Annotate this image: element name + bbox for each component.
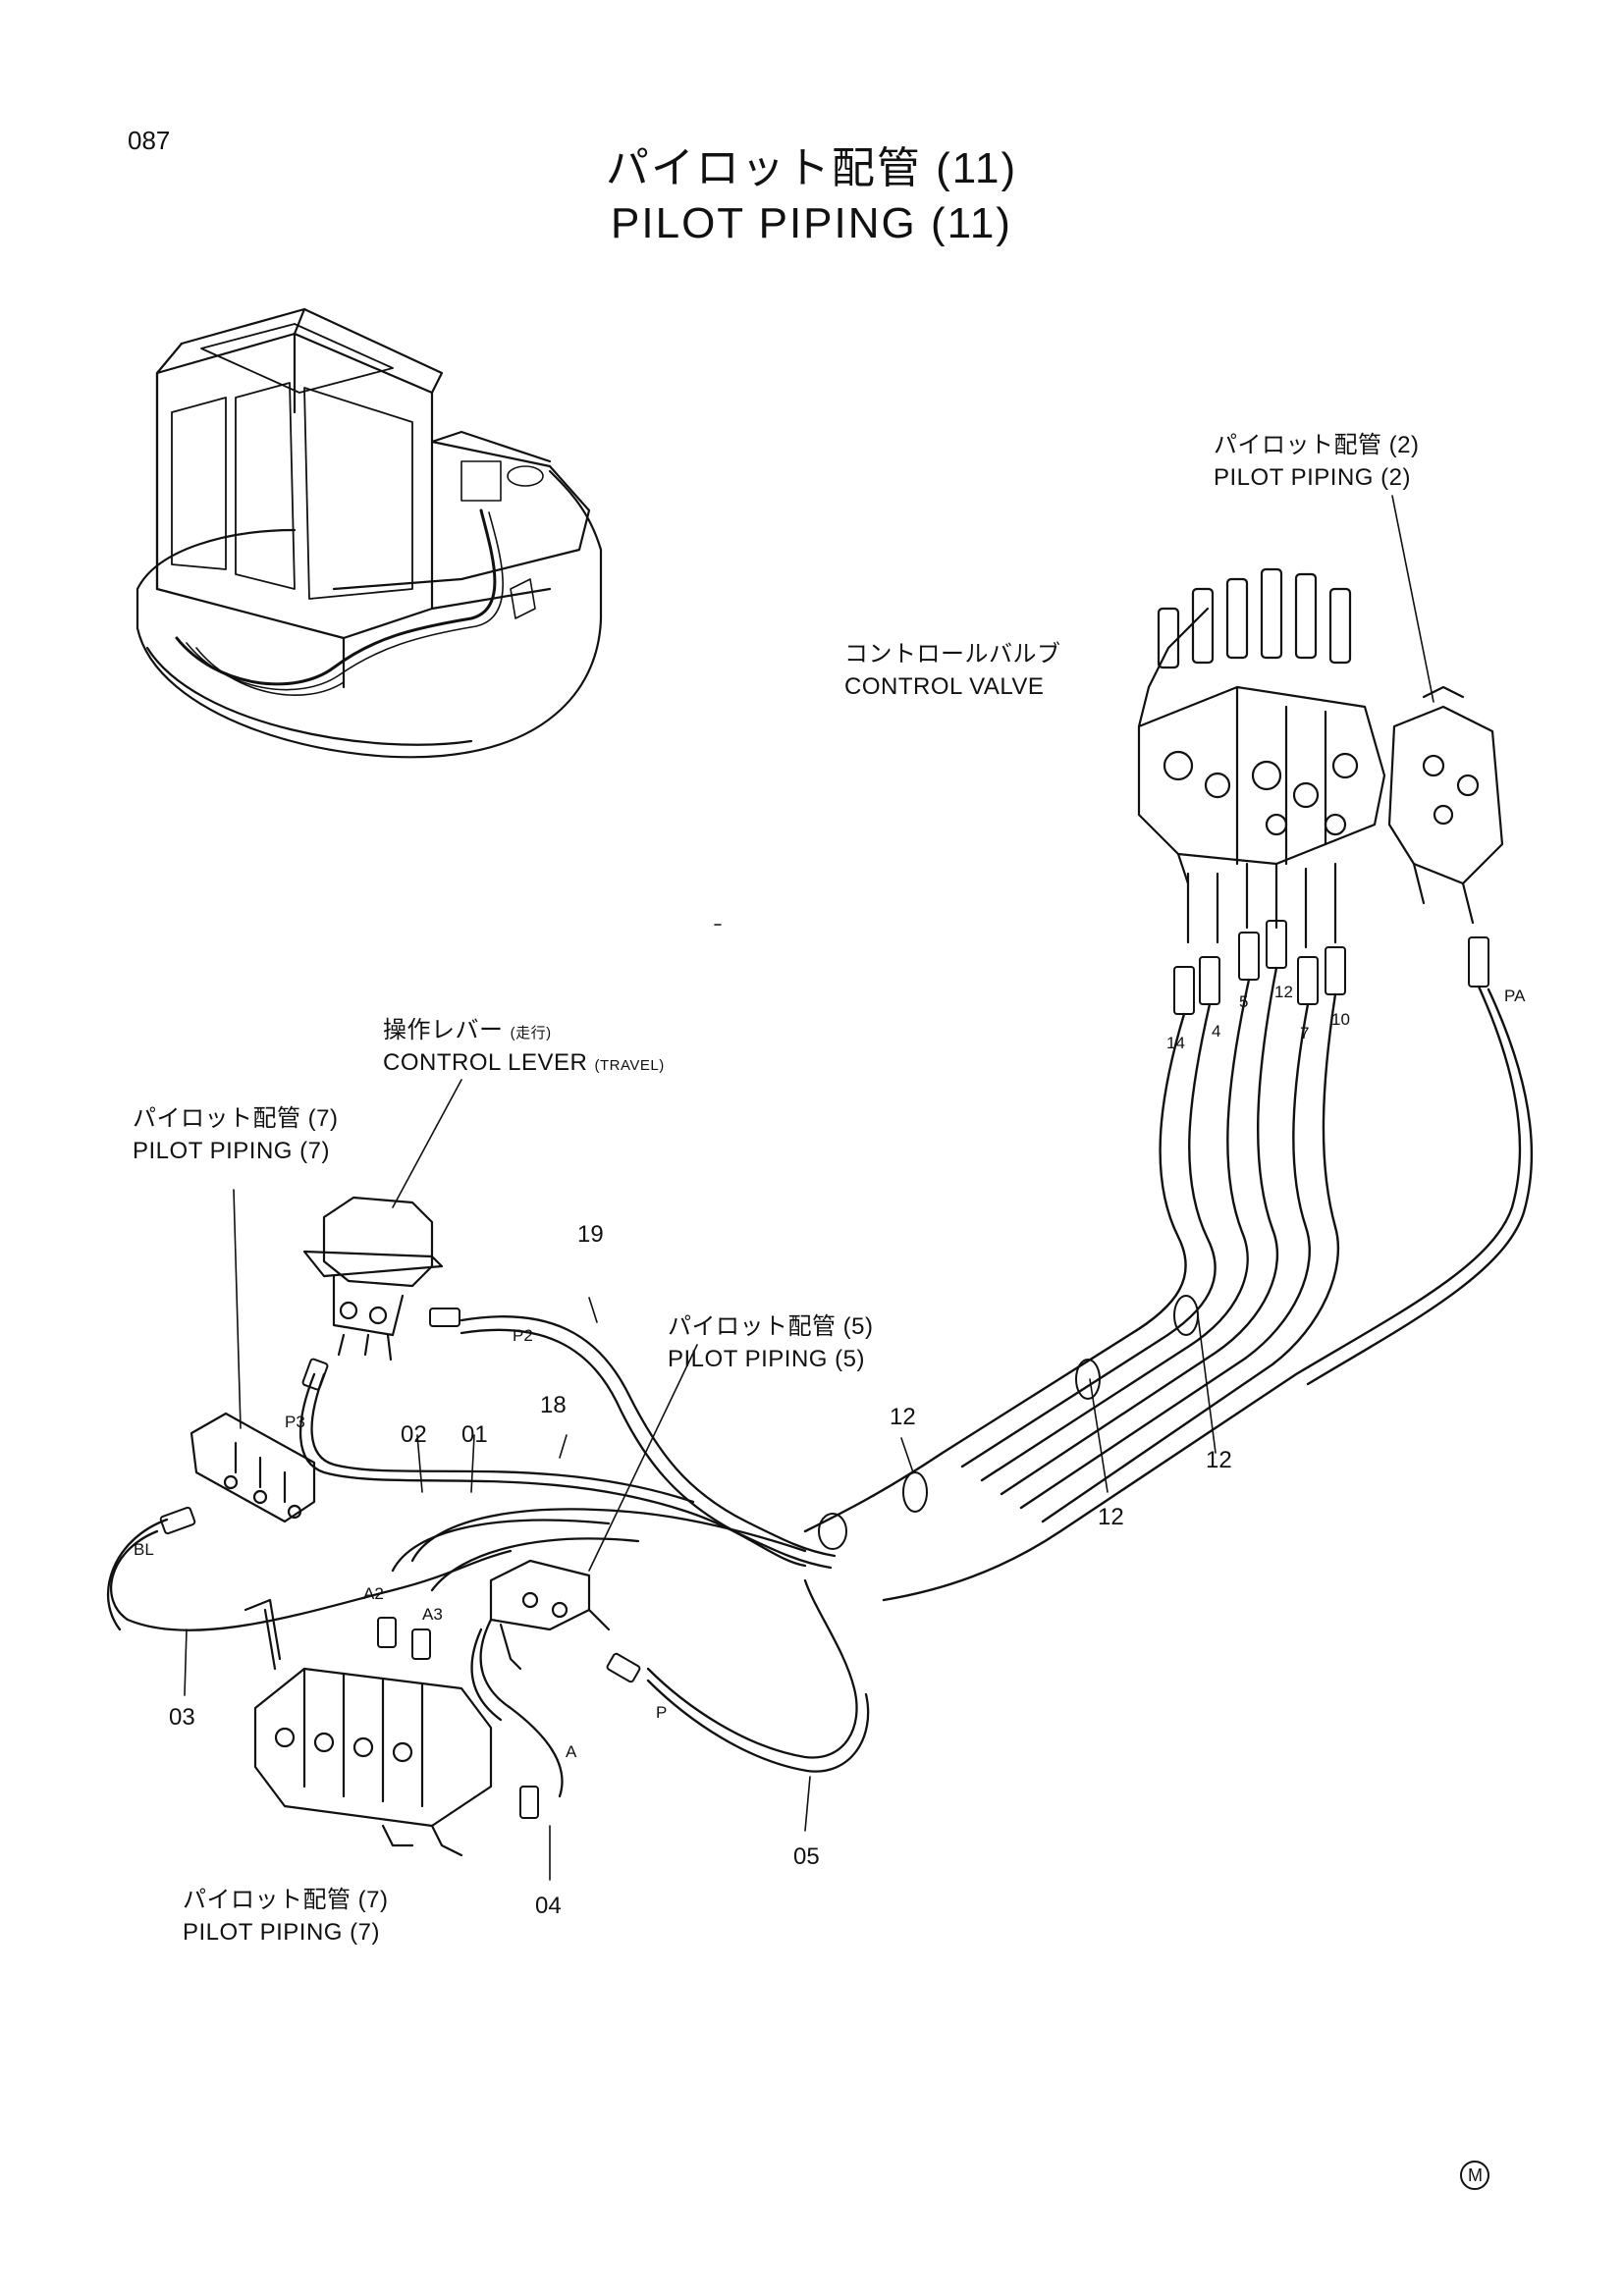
maker-mark: M (1468, 2165, 1483, 2185)
port-tag-bl: BL (134, 1540, 154, 1559)
port-tag-hose-12: 12 (1274, 983, 1293, 1001)
control-valve-illustration (1137, 567, 1386, 949)
port-tag-p2: P2 (513, 1326, 533, 1345)
control-lever-en-text: CONTROL LEVER (383, 1049, 588, 1076)
part-number-19: 19 (577, 1221, 604, 1248)
port-tag-hose-5: 5 (1239, 992, 1249, 1011)
part-number-12-clamp-b: 12 (1098, 1504, 1124, 1530)
port-tag-hose-4: 4 (1212, 1022, 1221, 1041)
hose-fittings-group (1173, 920, 1489, 1015)
label-control-valve-en: CONTROL VALVE (844, 673, 1045, 700)
label-pilot-piping-5-en: PILOT PIPING (5) (668, 1346, 865, 1372)
excavator-cab-illustration (135, 307, 603, 759)
hose-end-fittings (159, 1308, 641, 1819)
lower-valve-assembly-illustration (243, 1598, 493, 1857)
label-pilot-piping-7-lower-en: PILOT PIPING (7) (183, 1919, 380, 1946)
maker-mark-circle (1460, 2161, 1489, 2190)
pilot-hoses (106, 1315, 870, 1798)
left-valve-block-illustration (189, 1412, 316, 1523)
port-tag-hose-7: 7 (1300, 1024, 1310, 1042)
hose-bundle (803, 966, 1534, 1602)
port-tag-a3: A3 (422, 1605, 443, 1624)
part-number-04: 04 (535, 1893, 562, 1919)
leader-lines (184, 495, 1434, 1881)
page-title-english: PILOT PIPING (11) (611, 199, 1012, 247)
control-lever-ja-text: 操作レバー (383, 1017, 504, 1043)
part-number-05: 05 (793, 1843, 820, 1870)
part-number-18: 18 (540, 1392, 567, 1418)
port-tag-hose-10: 10 (1331, 1010, 1350, 1029)
pilot-valve-right-illustration (1387, 685, 1504, 925)
port-tag-p: P (656, 1703, 668, 1722)
part-number-12-clamp-a: 12 (890, 1404, 916, 1430)
label-pilot-piping-7-upper-ja: パイロット配管 (7) (133, 1105, 339, 1132)
label-pilot-piping-7-upper-en: PILOT PIPING (7) (133, 1138, 330, 1164)
center-pilot-valve-illustration (489, 1559, 611, 1671)
port-tag-a: A (566, 1742, 577, 1761)
control-lever-ja-sub: (走行) (510, 1025, 552, 1041)
port-tag-pa: PA (1504, 987, 1526, 1005)
label-control-valve-ja: コントロールバルブ (844, 641, 1061, 667)
port-tag-a2: A2 (363, 1584, 384, 1603)
page-title-japanese: パイロット配管 (11) (605, 144, 1018, 192)
label-pilot-piping-2-en: PILOT PIPING (2) (1214, 464, 1411, 491)
page-number: 087 (128, 126, 171, 155)
part-number-01: 01 (461, 1421, 488, 1448)
label-pilot-piping-5-ja: パイロット配管 (5) (668, 1313, 874, 1340)
label-control-lever-ja: 操作レバー (走行) (383, 1019, 552, 1042)
control-lever-illustration (302, 1196, 444, 1362)
part-number-03: 03 (169, 1704, 195, 1731)
part-number-12-clamp-c: 12 (1206, 1447, 1232, 1473)
label-pilot-piping-7-lower-ja: パイロット配管 (7) (183, 1887, 389, 1913)
port-tag-hose-14: 14 (1166, 1034, 1185, 1052)
label-control-lever-en: CONTROL LEVER (TRAVEL) (383, 1051, 665, 1075)
part-number-02: 02 (401, 1421, 427, 1448)
label-pilot-piping-2-ja: パイロット配管 (2) (1214, 432, 1420, 458)
control-lever-en-sub: (TRAVEL) (594, 1057, 665, 1074)
clamps (818, 1295, 1199, 1550)
port-tag-p3: P3 (285, 1413, 305, 1431)
